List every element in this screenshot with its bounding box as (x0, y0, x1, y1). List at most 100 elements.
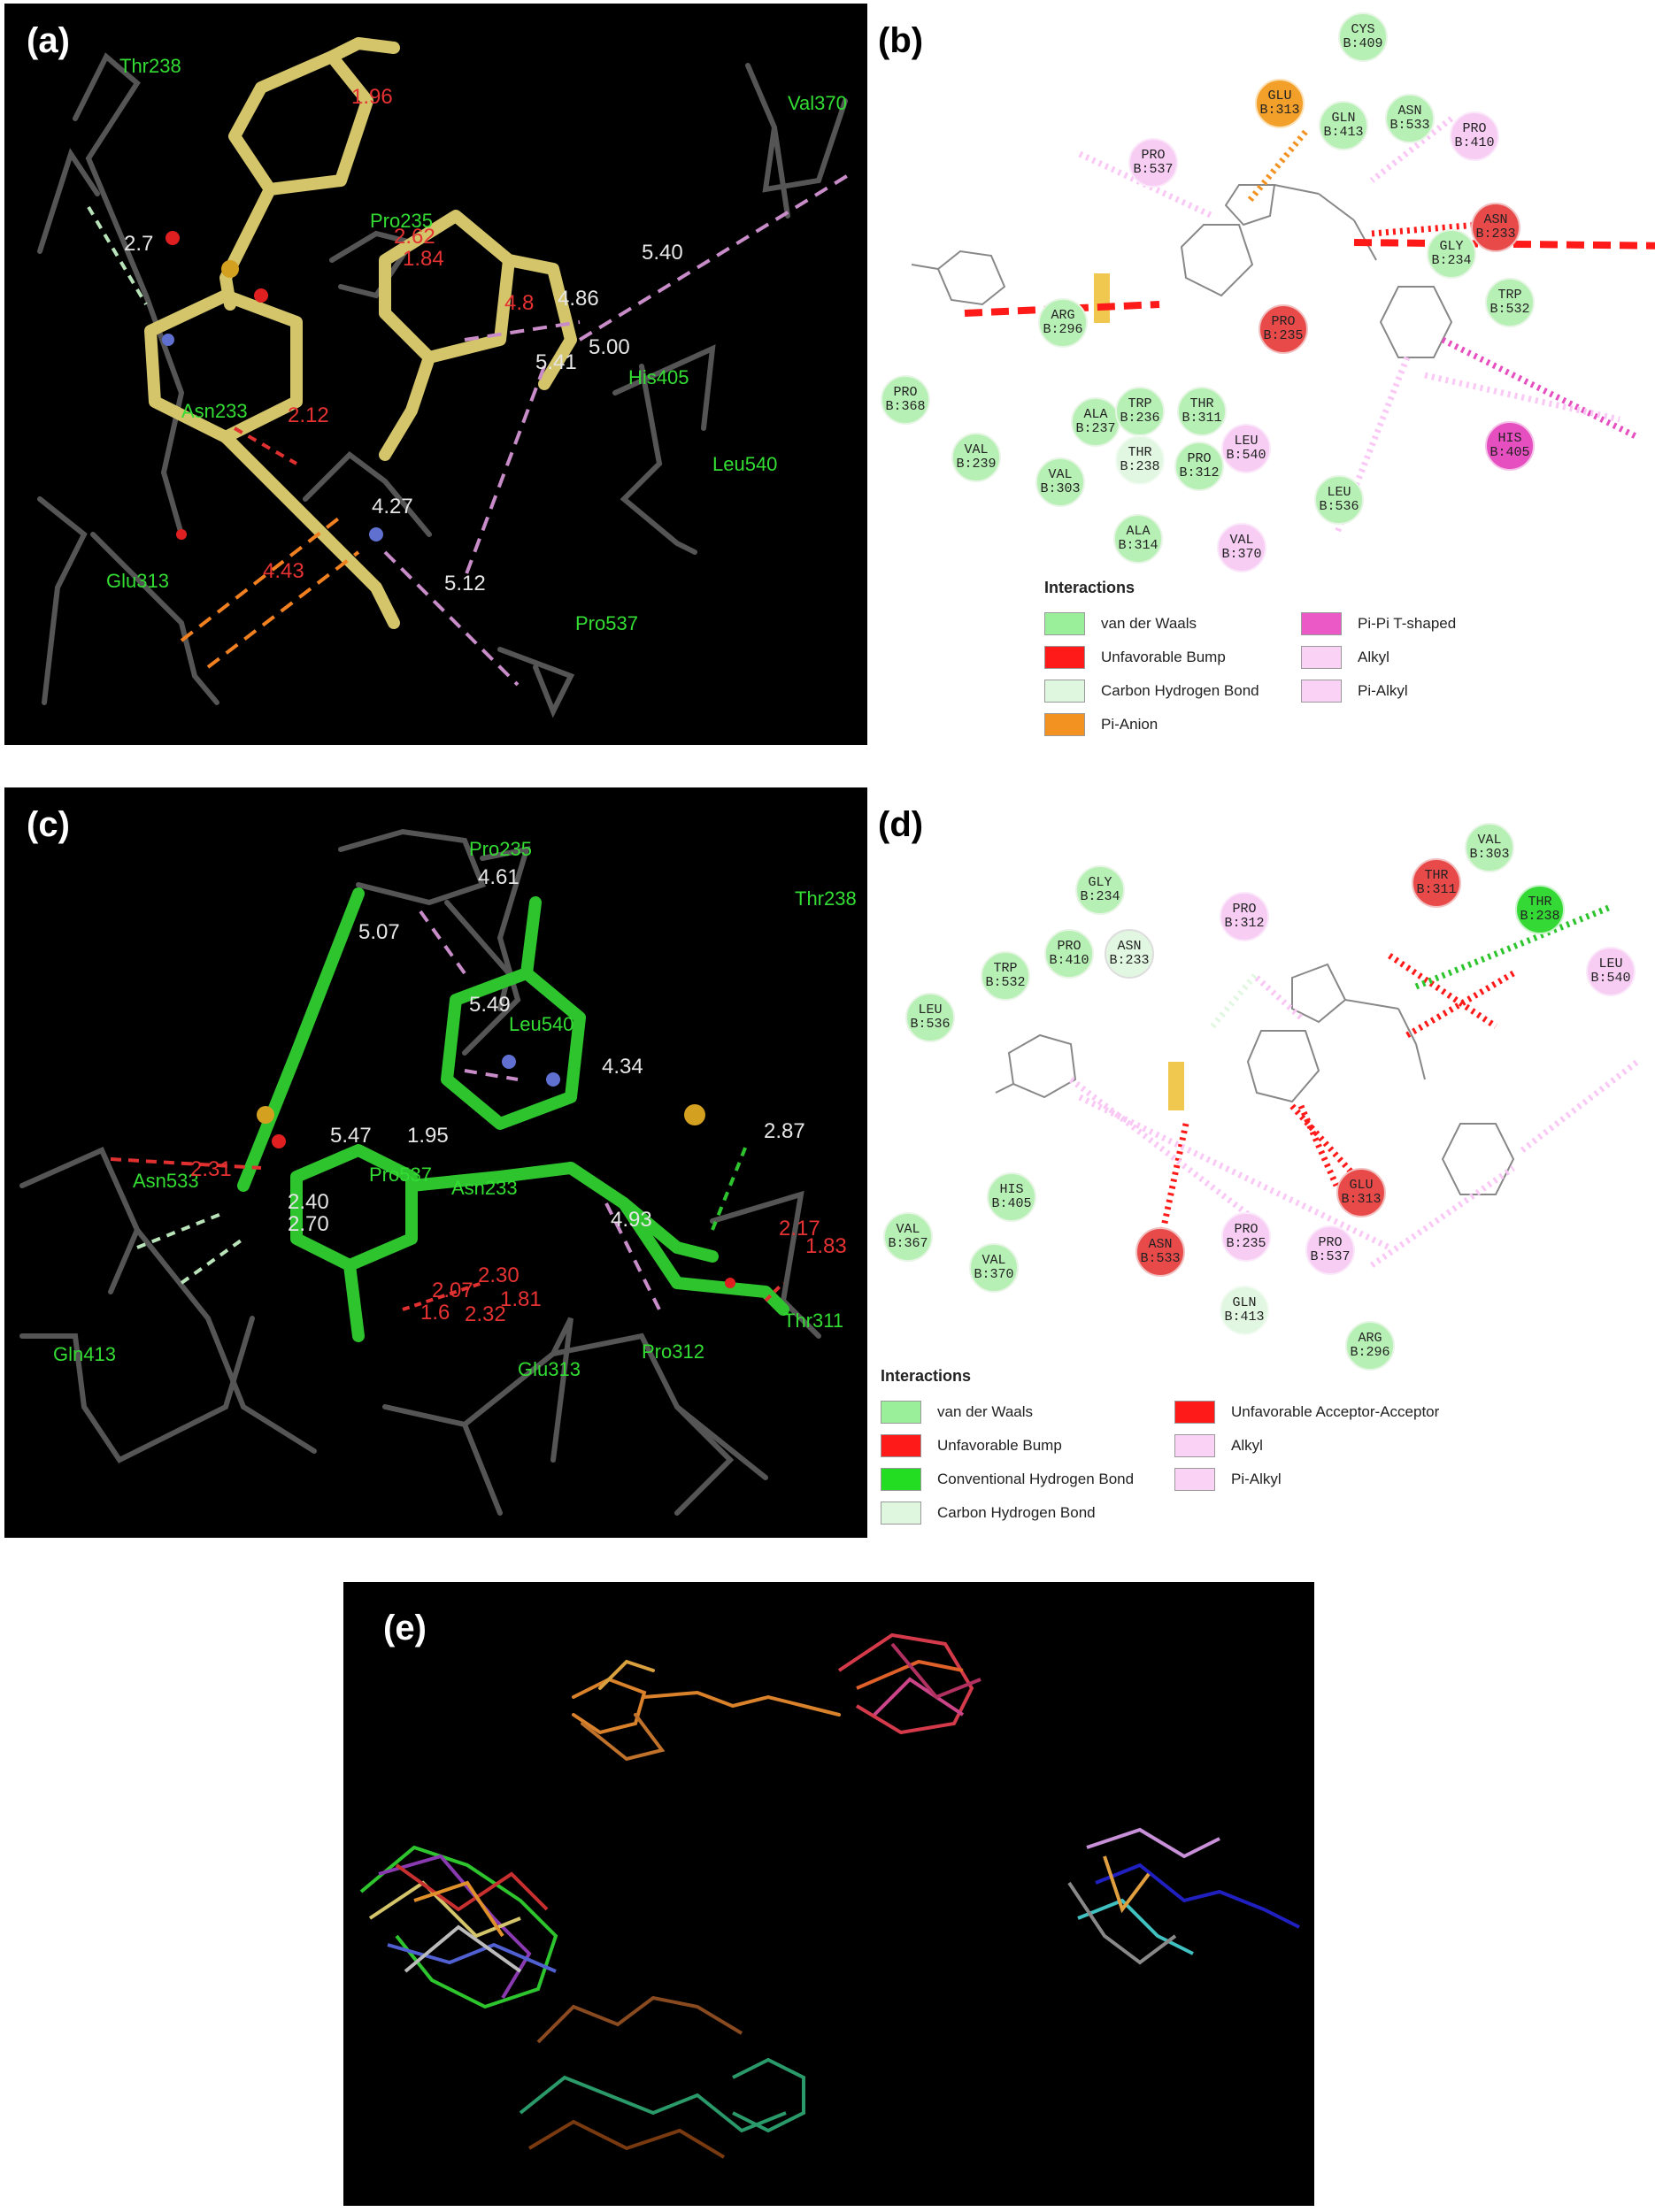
interactions-legend: Interactions van der Waals Unfavorable B… (881, 1367, 1482, 1535)
residue-label: Glu313 (518, 1358, 581, 1380)
legend-item: Pi-Alkyl (1301, 680, 1408, 703)
distance-label: 5.00 (589, 335, 630, 359)
distance-label: 1.83 (805, 1234, 847, 1258)
panel-a-label: (a) (27, 21, 70, 60)
residue-label: Leu540 (509, 1013, 574, 1035)
distance-label: 1.84 (403, 247, 444, 271)
legend-swatch (1044, 646, 1085, 669)
distance-label: 4.93 (611, 1208, 652, 1232)
legend-item: Unfavorable Bump (881, 1434, 1062, 1457)
legend-swatch (881, 1468, 921, 1491)
distance-label: 2.07 (432, 1279, 473, 1302)
legend-swatch (1301, 612, 1342, 635)
legend-item: Conventional Hydrogen Bond (881, 1468, 1134, 1491)
legend-swatch (1301, 680, 1342, 703)
legend-item: Pi-Anion (1044, 713, 1158, 736)
distance-label: 2.7 (124, 232, 154, 256)
residue-label: Asn233 (181, 400, 248, 422)
legend-swatch (1174, 1401, 1215, 1424)
distance-label: 4.61 (478, 865, 520, 889)
legend-swatch (1301, 646, 1342, 669)
residue-label: Leu540 (712, 453, 778, 475)
distance-label: 1.95 (407, 1124, 449, 1148)
panel-c: (c) Pro235 Thr238 Leu540 Asn533 Asn233 G… (4, 787, 867, 1538)
distance-label: 4.8 (504, 291, 535, 315)
legend-item: Alkyl (1174, 1434, 1263, 1457)
distance-label: 2.87 (764, 1119, 805, 1143)
distance-label: 2.62 (394, 225, 435, 249)
legend-item: Carbon Hydrogen Bond (1044, 680, 1259, 703)
distance-label: 2.32 (465, 1302, 506, 1326)
panel-b-label: (b) (878, 21, 924, 60)
legend-item: Alkyl (1301, 646, 1389, 669)
panel-b-ligand-diagram (911, 116, 1655, 536)
distance-label: 4.27 (372, 495, 413, 518)
residue-label: Thr238 (795, 887, 857, 910)
distance-label: 5.12 (444, 572, 486, 595)
legend-item: Pi-Pi T-shaped (1301, 612, 1456, 635)
legend-item: Unfavorable Acceptor-Acceptor (1174, 1401, 1439, 1424)
distance-label: 2.17 (779, 1217, 820, 1240)
residue-label: Pro312 (642, 1340, 704, 1363)
panel-a-structure (37, 37, 856, 718)
distance-label: 4.43 (263, 559, 304, 583)
panel-d-label: (d) (878, 805, 924, 844)
residue-label: His405 (628, 366, 689, 388)
residue-label: Thr238 (119, 55, 181, 77)
legend-title: Interactions (881, 1367, 972, 1385)
legend-swatch (881, 1502, 921, 1525)
legend-swatch (1044, 680, 1085, 703)
distance-label: 2.31 (190, 1157, 232, 1181)
residue-label: Val370 (788, 92, 847, 114)
distance-label: 2.70 (288, 1212, 329, 1236)
residue-label: Asn533 (133, 1170, 199, 1192)
residue-label: Glu313 (106, 570, 169, 592)
distance-label: 2.40 (288, 1190, 329, 1214)
distance-label: 2.12 (288, 403, 329, 427)
distance-label: 2.30 (478, 1263, 520, 1287)
panel-e-label: (e) (383, 1609, 427, 1647)
legend-swatch (1174, 1434, 1215, 1457)
panel-e: (e) (343, 1582, 1314, 2206)
residue-label: Asn233 (451, 1177, 518, 1199)
legend-item: Pi-Alkyl (1174, 1468, 1282, 1491)
distance-label: 5.41 (535, 350, 577, 374)
residue-label: Pro235 (469, 838, 532, 860)
distance-label: 5.47 (330, 1124, 372, 1148)
